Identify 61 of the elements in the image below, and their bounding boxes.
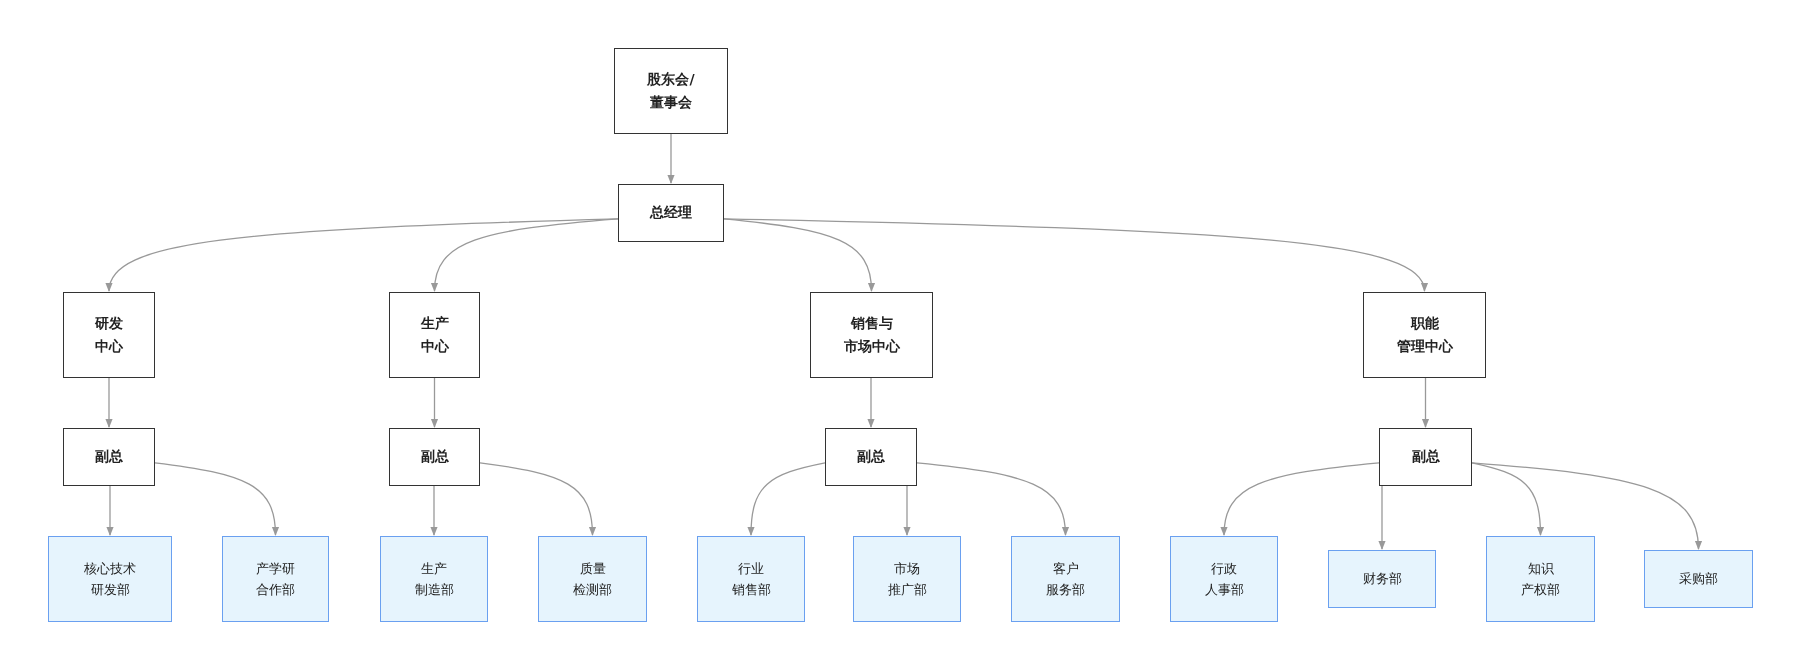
node-label: 副总: [95, 447, 123, 467]
org-box: [63, 292, 155, 378]
arrow: [667, 133, 675, 184]
node-label: 行政人事部: [1204, 559, 1244, 599]
department-box: [1328, 550, 1436, 608]
department-box: [538, 536, 647, 622]
arrow: [106, 485, 114, 536]
department-box: [1011, 536, 1120, 622]
node-label: 研发中心: [95, 313, 123, 356]
node-label: 知识产权部: [1521, 559, 1560, 599]
node-label: 股东会/董事会: [647, 69, 695, 112]
department-box: [1644, 550, 1753, 608]
arrow: [1471, 462, 1702, 550]
arrow: [430, 485, 438, 536]
arrow: [1471, 462, 1544, 536]
node-label: 财务部: [1362, 570, 1402, 589]
org-box: [825, 428, 917, 486]
arrow: [723, 218, 1426, 292]
department-box: [48, 536, 172, 622]
department-box: [853, 536, 961, 622]
org-box: [389, 292, 480, 378]
arrow: [747, 462, 826, 536]
org-box: [618, 184, 724, 242]
node-label: 质量检测部: [573, 559, 612, 599]
arrow: [723, 218, 875, 292]
arrow: [105, 377, 113, 428]
department-box: [380, 536, 488, 622]
arrow: [867, 377, 875, 428]
org-box: [1363, 292, 1486, 378]
node-label: 生产制造部: [414, 559, 454, 599]
node-label: 职能管理中心: [1396, 313, 1453, 356]
node-label: 生产中心: [420, 313, 449, 356]
node-label: 采购部: [1679, 570, 1718, 589]
node-label: 总经理: [650, 203, 692, 223]
node-label: 市场推广部: [887, 559, 927, 599]
arrow: [431, 218, 619, 292]
arrow: [903, 485, 911, 536]
node-label: 副总: [420, 447, 449, 467]
department-box: [1486, 536, 1595, 622]
node-label: 副总: [857, 447, 885, 467]
arrow: [479, 462, 596, 536]
org-box: [63, 428, 155, 486]
node-label: 核心技术研发部: [84, 559, 136, 599]
arrow: [916, 462, 1069, 536]
department-box: [697, 536, 805, 622]
org-box: [1379, 428, 1472, 486]
arrow: [1220, 462, 1380, 536]
org-box: [389, 428, 480, 486]
node-label: 副总: [1411, 447, 1440, 467]
org-box: [614, 48, 728, 134]
arrow: [1378, 485, 1386, 550]
department-box: [222, 536, 329, 622]
node-label: 产学研合作部: [256, 559, 295, 599]
node-label: 行业销售部: [731, 559, 771, 599]
arrow: [1421, 377, 1430, 428]
node-label: 销售与市场中心: [843, 313, 900, 356]
department-box: [1170, 536, 1278, 622]
org-box: [810, 292, 933, 378]
arrow: [430, 377, 439, 428]
arrow: [154, 462, 279, 536]
node-label: 客户服务部: [1046, 559, 1085, 599]
